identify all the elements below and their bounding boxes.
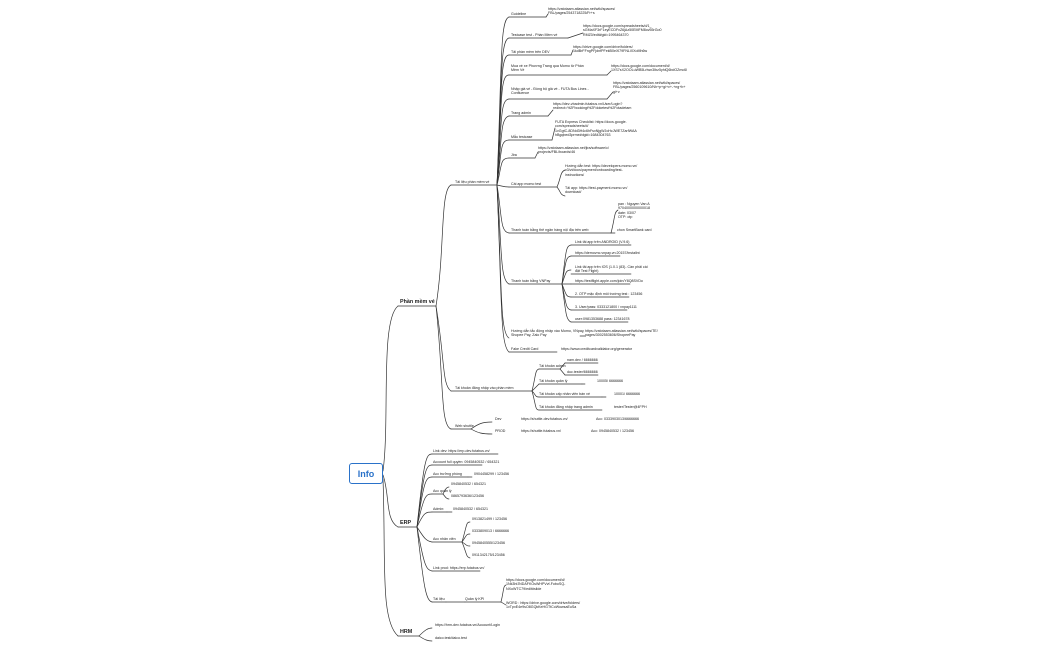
erp-quan-ly-kpi: Quản lý KPI	[465, 597, 485, 601]
tk-ban-ve-label: Tài khoản cấp nhân viên bán vé	[539, 392, 590, 396]
erp-admin-label: Admin:	[433, 507, 445, 511]
erp-acc-quan-ly-item: 0945840532 / 654321	[451, 482, 486, 486]
tk-ban-ve-val: 10001/ 6666666	[614, 392, 640, 396]
tk-trang-admin-label: Tài khoản đăng nhập trang admin	[539, 405, 593, 409]
vnpay-item[interactable]: https://testflight.apple.com/join/Y8Q8SV…	[575, 279, 643, 283]
erp-word-doc[interactable]: WORD : https://drive.google.com/drive/fo…	[506, 601, 581, 610]
huong-dan-label: Hướng dẫn tắc động nhập vào Momo, VNpay,…	[511, 329, 585, 338]
erp-link-dev[interactable]: Link dev: https://erp-dev.futabus.vn/	[433, 449, 490, 453]
mau-testcase-label: Mẫu testcase	[511, 135, 533, 139]
testcase-url[interactable]: https://docs.google.com/spreadsheets/d/1…	[583, 24, 662, 37]
fake-credit-url[interactable]: https://www.creditcardvalidator.org/gene…	[561, 347, 633, 351]
vnpay-label: Thanh toán bằng VNPay	[511, 279, 551, 283]
erp-kpi-doc[interactable]: https://docs.google.com/document/d/ 1Nk3…	[506, 578, 566, 591]
tai-pm-dev-label: Tải phần mềm trên DEV	[511, 50, 550, 54]
tai-lieu-phan-mem-ve: Tài liệu phần mềm vé	[455, 180, 490, 184]
cai-app-tai[interactable]: Tải app: https://test-payment.momo.vn/ d…	[565, 186, 628, 195]
erp-tai-lieu: Tài liệu	[433, 597, 445, 601]
section-hrm: HRM	[400, 629, 413, 635]
erp-acc-nhan-vien-item: 0911342175/123456	[472, 553, 505, 557]
erp-link-prod[interactable]: Link prod: https://erp.futabus.vn/	[433, 566, 485, 570]
section-erp: ERP	[400, 520, 412, 526]
mau-testcase-url[interactable]: FUTA Express Checklist: https://docs.goo…	[555, 120, 637, 137]
thanh-toan-the-info: pan : Nguyen Van A 9704000000000018 date…	[618, 202, 650, 219]
vnpay-item[interactable]: Link tải app trên ANDROID (V.9.6)	[575, 240, 630, 244]
dev-url[interactable]: https://shuttle-dev.futabus.vn/	[521, 417, 568, 421]
cai-app-label: Cài app momo test	[511, 182, 542, 186]
hrm-link[interactable]: https://hrm-dev.futabus.vn/Account/Login	[435, 623, 501, 627]
vnpay-item: 3. User/pass: 0333121800 / vnpay1111	[575, 305, 637, 309]
erp-acc-quan-ly: Acc quản lý	[433, 489, 452, 493]
guideline-label: Guideline	[511, 12, 527, 16]
mua-ve-label: Mua vé xe Phương Trang qua Momo từ Phần …	[511, 64, 584, 73]
erp-account-full: Account full quyền: 0945840532 / 654321	[433, 460, 500, 464]
erp-acc-nhan-vien-item: 0945840555/123456	[472, 541, 505, 545]
erp-acc-truong-phong: Acc trưởng phòng	[433, 472, 462, 476]
mua-ve-url[interactable]: https://docs.google.com/document/d/ 1XS7…	[611, 64, 687, 73]
tk-trang-admin-val: tester/Tester@4FPH	[614, 405, 647, 409]
guideline-url[interactable]: https://vatotaam.atlassian.net/wiki/spac…	[548, 7, 616, 16]
vnpay-item[interactable]: Link tải app trên IOS (1.0.1 (83)- Cần p…	[575, 265, 648, 274]
tk-quan-ly-val: 10005/ 6666666	[597, 379, 623, 383]
trang-admin-url[interactable]: https://dev-vbadmin.futabus.vn/User/Logi…	[553, 102, 632, 111]
jira-url[interactable]: https://vatotaam.atlassian.net/jira/soft…	[538, 146, 609, 155]
tai-pm-dev-url[interactable]: https://drive.google.com/drive/folders/ …	[573, 45, 648, 54]
section-phan-mem-ve: Phần mềm vé	[400, 299, 435, 305]
erp-acc-nhan-vien-item: 0913821499 / 123456	[472, 517, 507, 521]
vnpay-item[interactable]: https://demovnc.vnpay.vn:20157/installnt	[575, 251, 640, 255]
vnpay-item: user:0981353688 pass: 12341678	[575, 317, 630, 321]
testcase-label: Testcase test - Phần Mềm vé	[511, 33, 558, 37]
tk-admin-item: duc.tester/6666666	[567, 370, 598, 374]
trang-admin-label: Trang admin	[511, 111, 532, 115]
fake-credit-label: Fake Credit Card	[511, 347, 539, 351]
prod-url[interactable]: https://shuttle.futabus.vn/	[521, 429, 561, 433]
prod-label: PROD	[495, 429, 506, 433]
huong-dan-url[interactable]: https://vatotaam.atlassian.net/wiki/spac…	[585, 329, 658, 338]
erp-acc-nhan-vien: Acc nhân viên	[433, 537, 456, 541]
prod-acc: Acc: 0945840532 / 123456	[591, 429, 634, 433]
hrm-acc: daico.test/daico.test	[435, 636, 467, 640]
tk-admin-item: nam.dev / 6666666	[567, 358, 598, 362]
erp-admin-val: 0945840532 / 654321	[453, 507, 488, 511]
nhap-gia-url[interactable]: https://vatotaam.atlassian.net/wiki/spac…	[613, 81, 686, 94]
dev-acc: Acc: 0333903013/6666666	[596, 417, 639, 421]
tk-admin-label: Tài khoản admin	[539, 364, 566, 368]
tk-quan-ly-label: Tài khoản quản lý	[539, 379, 568, 383]
thanh-toan-the-note: chon SmartBank card	[617, 228, 652, 232]
erp-acc-truong-phong-val: 0904458299 / 123456	[474, 472, 509, 476]
erp-acc-nhan-vien-item: 0333809013 / 6666666	[472, 529, 509, 533]
thanh-toan-the-label: Thanh toán bằng thẻ ngân hàng nội địa tr…	[511, 228, 589, 232]
erp-acc-quan-ly-item: 0865793636/123456	[451, 494, 484, 498]
tai-khoan-dang-nhap: Tài khoản đăng nhập vào phần mềm	[455, 386, 514, 390]
jira-label: Jira	[511, 153, 517, 157]
web-shuttle: Web shuttle	[455, 424, 474, 428]
nhap-gia-label: Nhập giá vé - Đồng bộ giá vé - FUTA Bus …	[511, 87, 589, 96]
vnpay-item: 2. OTP mặc định môi trường test : 123456	[575, 292, 643, 296]
root-node: Info	[349, 463, 383, 484]
cai-app-huong-dan[interactable]: Hướng dẫn test: https://developers.momo.…	[565, 164, 638, 177]
dev-label: Dev	[495, 417, 502, 421]
